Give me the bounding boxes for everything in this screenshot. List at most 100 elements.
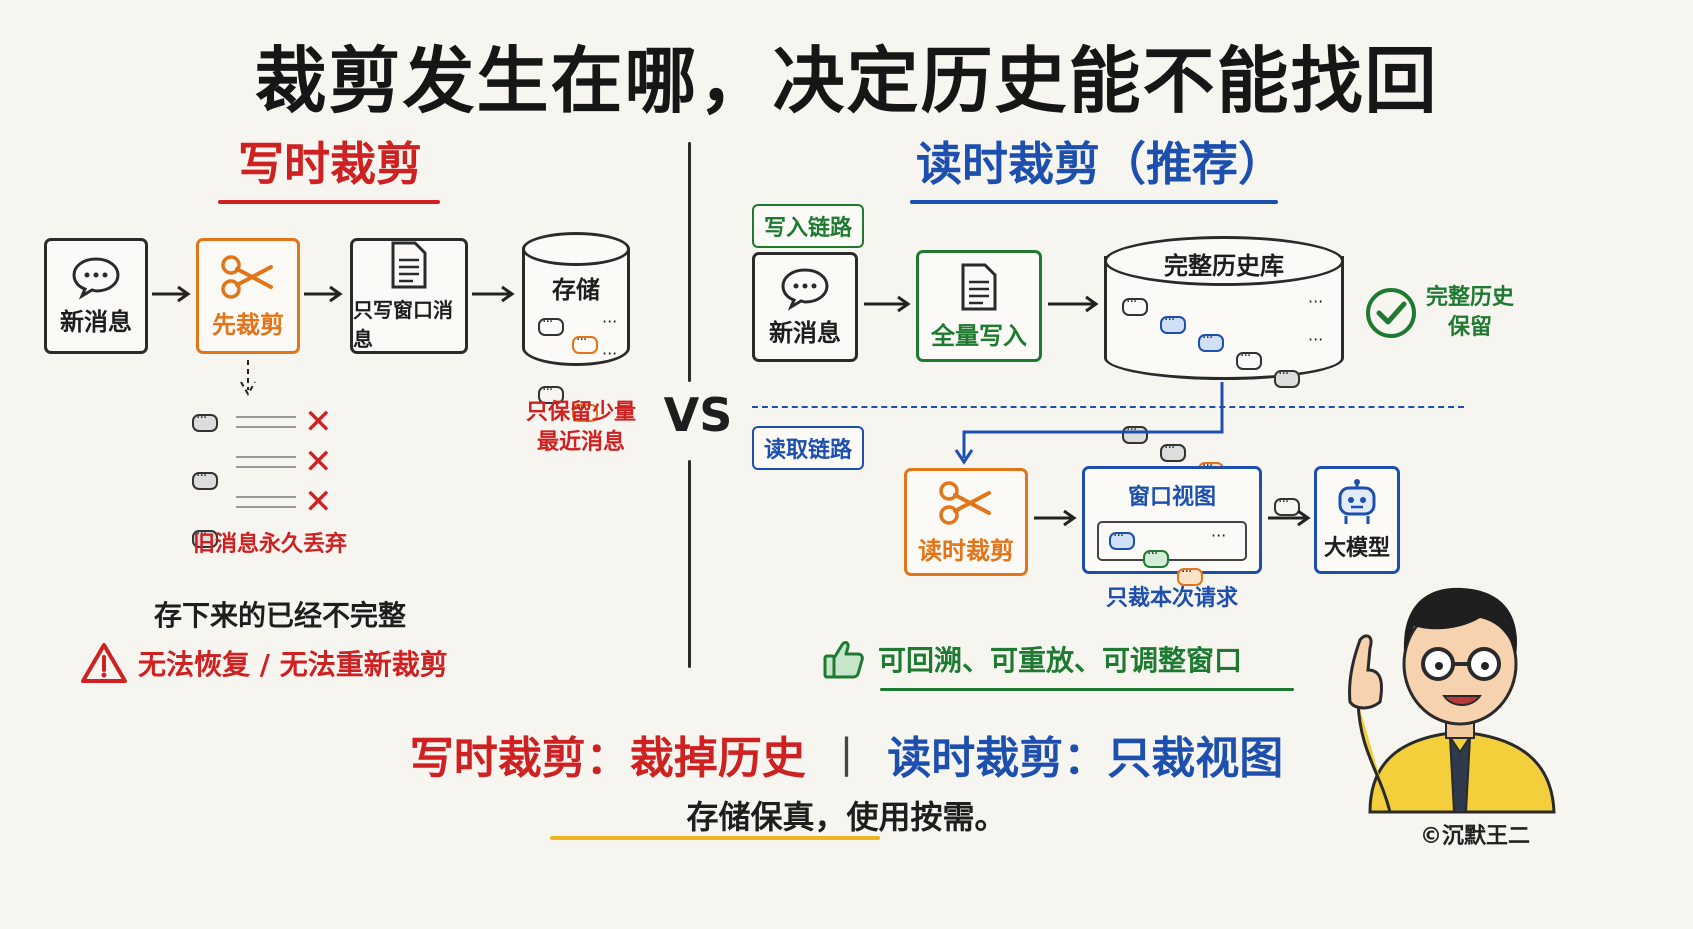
full-write-node: 全量写入 (916, 250, 1042, 362)
message-bubble-icon (572, 400, 598, 422)
discarded-messages-list: ✕ ✕ ✕ (190, 402, 350, 548)
arrow-right-icon (152, 285, 191, 303)
warning-icon (81, 643, 127, 683)
message-bubble-icon (1160, 440, 1186, 462)
message-bubble-icon (538, 382, 564, 404)
ellipsis-icon: ··· (1308, 292, 1324, 311)
read-path-tag: 读取链路 (752, 426, 865, 470)
line-icon (236, 456, 296, 458)
left-heading-underline (218, 200, 440, 204)
cross-icon: ✕ (304, 442, 333, 482)
document-icon (961, 263, 997, 310)
write-window-node: 只写窗口消息 (350, 238, 468, 354)
window-view-messages: ··· (1097, 521, 1247, 586)
arrow-right-icon (472, 285, 515, 303)
ellipsis-icon: ··· (1308, 330, 1324, 349)
new-message-label-right: 新消息 (769, 318, 841, 347)
new-message-node-right: 新消息 (752, 252, 858, 362)
presenter-illustration (1348, 587, 1556, 814)
message-bubble-icon (1274, 366, 1300, 388)
storage-note-line2: 最近消息 (536, 430, 625, 455)
right-heading-underline (910, 200, 1278, 204)
summary-left: 写时裁剪：裁掉历史 (409, 733, 806, 784)
warning-row: 无法恢复 / 无法重新裁剪 (80, 640, 500, 686)
storage-label: 存储 (552, 276, 600, 304)
window-view-label: 窗口视图 (1127, 485, 1216, 510)
cross-icon: ✕ (304, 402, 333, 442)
ellipsis-icon: ··· (602, 312, 618, 331)
benefits-row: 可回溯、可重放、可调整窗口 (822, 632, 1302, 686)
arrow-right-icon (304, 285, 343, 303)
message-bubble-icon (1160, 312, 1186, 334)
summary-separator: | (839, 731, 854, 777)
arrow-right-icon (1268, 509, 1311, 527)
storage-cylinder: 存储 ··· ··· (522, 232, 630, 422)
line-icon (236, 466, 296, 468)
full-history-label: 完整历史库 (1164, 252, 1284, 280)
line-icon (236, 506, 296, 508)
discard-note: 旧消息永久丢弃 (192, 532, 347, 557)
summary-row: 写时裁剪：裁掉历史 | 读时裁剪：只裁视图 (0, 722, 1693, 786)
storage-note: 只保留少量 最近消息 (506, 398, 656, 458)
copyright: ©沉默王二 (1420, 824, 1531, 849)
tagline-underline (550, 836, 880, 840)
message-bubble-icon (192, 526, 218, 548)
ellipsis-icon: ··· (1211, 526, 1227, 545)
message-bubble-icon (1236, 348, 1262, 370)
divider-top (688, 142, 691, 382)
read-crop-node: 读时裁剪 (904, 468, 1028, 576)
write-path-tag: 写入链路 (752, 204, 865, 248)
history-kept-line2: 保留 (1448, 315, 1493, 340)
line-icon (236, 426, 296, 428)
scissors-icon (221, 254, 273, 299)
chat-bubble-icon (781, 267, 829, 311)
arrow-down-dashed-icon (240, 360, 256, 396)
right-heading: 读时裁剪（推荐） (916, 137, 1284, 191)
history-kept-line1: 完整历史 (1426, 285, 1515, 310)
window-view-node: 窗口视图 ··· (1082, 466, 1262, 586)
crop-first-node: 先裁剪 (196, 238, 300, 354)
message-bubble-icon (192, 410, 218, 432)
tagline: 存储保真，使用按需。 (686, 798, 1007, 836)
full-write-label: 全量写入 (931, 321, 1027, 350)
document-icon (391, 241, 427, 289)
message-bubble-icon (1274, 494, 1300, 516)
read-connector-arrow (954, 382, 1224, 465)
robot-icon (1338, 479, 1376, 524)
warning-text: 无法恢复 / 无法重新裁剪 (138, 648, 448, 681)
window-note: 只裁本次请求 (1105, 586, 1238, 611)
message-bubble-icon (538, 314, 564, 336)
message-bubble-icon (1143, 546, 1169, 568)
left-heading: 写时裁剪 (238, 137, 422, 191)
crop-first-label: 先裁剪 (212, 310, 284, 339)
message-bubble-icon (192, 468, 218, 490)
line-icon (236, 496, 296, 498)
path-separator (752, 406, 1464, 408)
message-bubble-icon (1177, 564, 1203, 586)
arrow-right-icon (1034, 509, 1077, 527)
message-bubble-icon (572, 332, 598, 354)
chat-bubble-icon (72, 256, 120, 300)
message-bubble-icon (1122, 294, 1148, 316)
ellipsis-icon: ··· (602, 344, 618, 363)
llm-node: 大模型 (1314, 466, 1400, 574)
line-icon (236, 416, 296, 418)
scissors-icon (939, 480, 991, 525)
message-bubble-icon (1198, 330, 1224, 352)
message-bubble-icon (1109, 528, 1135, 550)
incomplete-note: 存下来的已经不完整 (153, 599, 406, 632)
write-window-label: 只写窗口消息 (353, 298, 453, 351)
vs-label: VS (663, 388, 733, 442)
arrow-right-icon (864, 295, 911, 313)
new-message-label-left: 新消息 (60, 307, 132, 336)
thumbs-up-icon (823, 641, 864, 679)
history-kept-badge: 完整历史 保留 (1364, 278, 1544, 348)
full-history-db: 完整历史库 ··· ··· (1104, 236, 1344, 516)
arrow-right-icon (1048, 295, 1099, 313)
divider-bottom (688, 460, 691, 668)
summary-right: 读时裁剪：只裁视图 (887, 733, 1284, 784)
new-message-node-left: 新消息 (44, 238, 148, 354)
cross-icon: ✕ (304, 482, 333, 522)
page-title: 裁剪发生在哪，决定历史能不能找回 (254, 39, 1439, 123)
read-crop-label: 读时裁剪 (918, 536, 1014, 565)
